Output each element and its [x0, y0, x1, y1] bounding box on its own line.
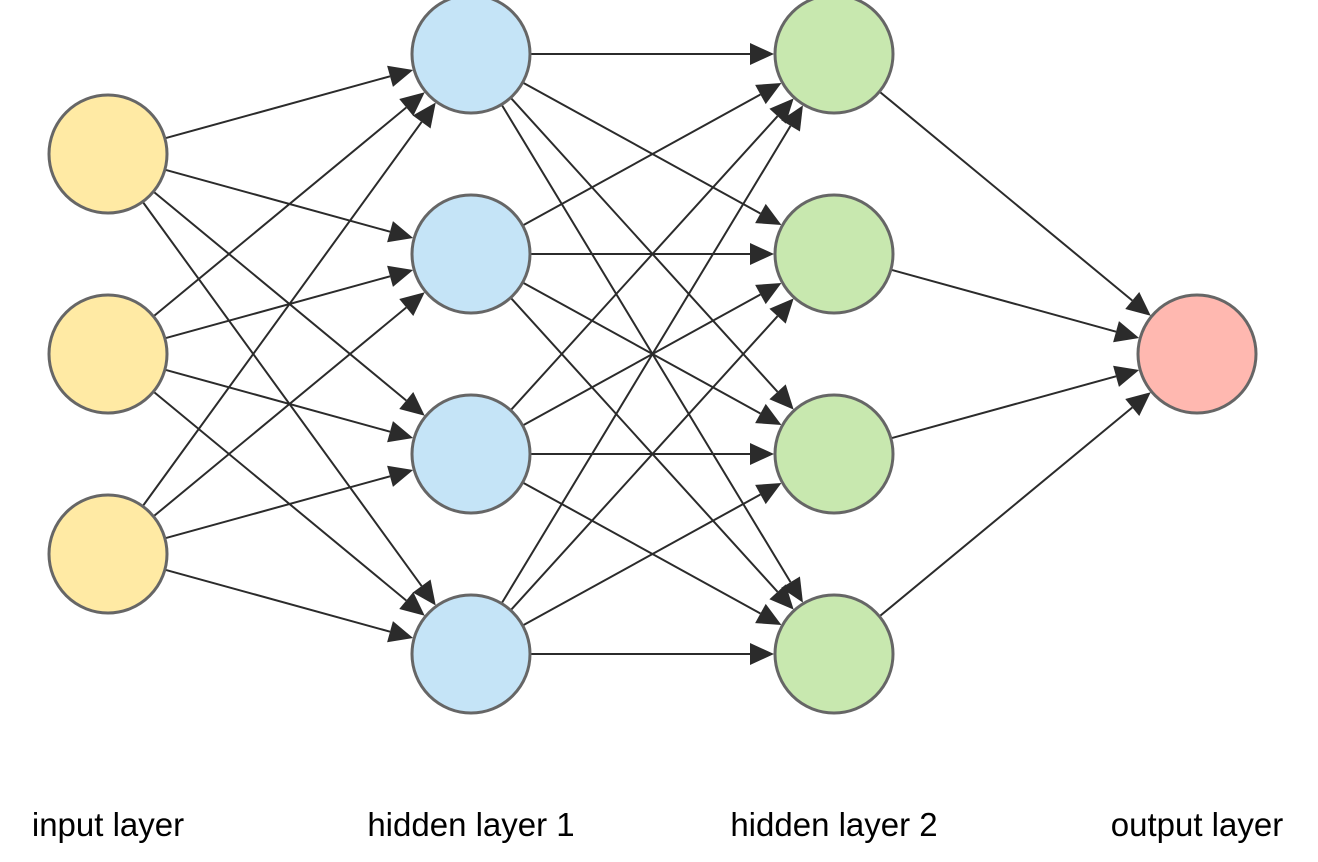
- edge-group: [141, 43, 1151, 665]
- arrowhead: [750, 643, 774, 665]
- connection-edge: [164, 368, 391, 433]
- arrowhead: [412, 102, 436, 129]
- output-layer-label: output layer: [1111, 806, 1283, 843]
- arrowhead: [387, 265, 414, 287]
- arrowhead: [755, 603, 782, 626]
- arrowhead: [1125, 292, 1151, 316]
- connection-edge: [500, 103, 792, 583]
- hidden-1-node-1: [410, 0, 532, 115]
- connection-edge: [152, 190, 407, 402]
- arrowhead: [781, 576, 803, 603]
- arrowhead: [750, 243, 774, 265]
- connection-edge: [164, 568, 391, 633]
- arrowhead: [755, 282, 782, 305]
- arrowhead: [769, 584, 794, 610]
- arrowhead: [769, 384, 794, 410]
- connection-edge: [141, 201, 423, 587]
- connection-edge: [164, 275, 391, 340]
- arrowhead: [1113, 321, 1140, 343]
- hidden-2-node-2: [773, 193, 895, 315]
- arrowhead: [399, 592, 425, 616]
- connection-edge: [152, 106, 407, 318]
- arrowhead: [399, 92, 425, 116]
- arrowhead: [387, 221, 414, 243]
- connection-edge: [164, 75, 391, 140]
- connection-edge: [164, 168, 391, 233]
- hidden-1-node-2: [410, 193, 532, 315]
- connection-edge: [509, 297, 779, 593]
- input-node-2: [47, 293, 169, 415]
- hidden-1-node-3: [410, 393, 532, 515]
- arrowhead: [755, 482, 782, 505]
- hidden-2-node-3: [773, 393, 895, 515]
- connection-edge: [152, 306, 407, 518]
- connection-edge: [878, 90, 1133, 302]
- connection-edge: [509, 315, 779, 611]
- connection-edge: [152, 390, 407, 602]
- arrowhead: [750, 43, 774, 65]
- input-layer-label: input layer: [32, 806, 184, 843]
- hidden-layer-2-label: hidden layer 2: [730, 806, 937, 843]
- hidden-2-node-4: [773, 593, 895, 715]
- connection-edge: [890, 268, 1117, 333]
- input-node-3: [47, 493, 169, 615]
- arrowhead: [387, 421, 414, 443]
- connection-edge: [522, 281, 761, 415]
- connection-edge: [509, 97, 779, 393]
- arrowhead: [399, 292, 425, 316]
- arrowhead: [755, 82, 782, 105]
- arrowhead: [769, 298, 794, 324]
- arrowhead: [755, 403, 782, 426]
- connection-edge: [164, 475, 391, 540]
- connection-edge: [500, 125, 792, 605]
- arrowhead: [387, 621, 414, 643]
- arrowhead: [781, 105, 803, 132]
- connection-edge: [878, 406, 1133, 618]
- arrowhead: [387, 465, 414, 487]
- input-node-1: [47, 93, 169, 215]
- connection-edge: [522, 93, 761, 227]
- arrowhead: [399, 392, 425, 416]
- hidden-2-node-1: [773, 0, 895, 115]
- arrowhead: [1125, 392, 1151, 416]
- hidden-layer-1-label: hidden layer 1: [367, 806, 574, 843]
- connection-edge: [141, 121, 423, 507]
- arrowhead: [412, 579, 436, 606]
- node-group: [47, 0, 1258, 715]
- arrowhead: [1113, 365, 1140, 387]
- connection-edge: [522, 293, 761, 427]
- output-node-1: [1136, 293, 1258, 415]
- connection-edge: [522, 493, 761, 627]
- connection-edge: [522, 481, 761, 615]
- arrowhead: [387, 65, 414, 87]
- connection-edge: [890, 375, 1117, 440]
- hidden-1-node-4: [410, 593, 532, 715]
- connection-edge: [522, 81, 761, 215]
- arrowhead: [750, 443, 774, 465]
- connection-edge: [509, 115, 779, 411]
- arrowhead: [755, 203, 782, 226]
- label-group: input layer hidden layer 1 hidden layer …: [32, 806, 1283, 843]
